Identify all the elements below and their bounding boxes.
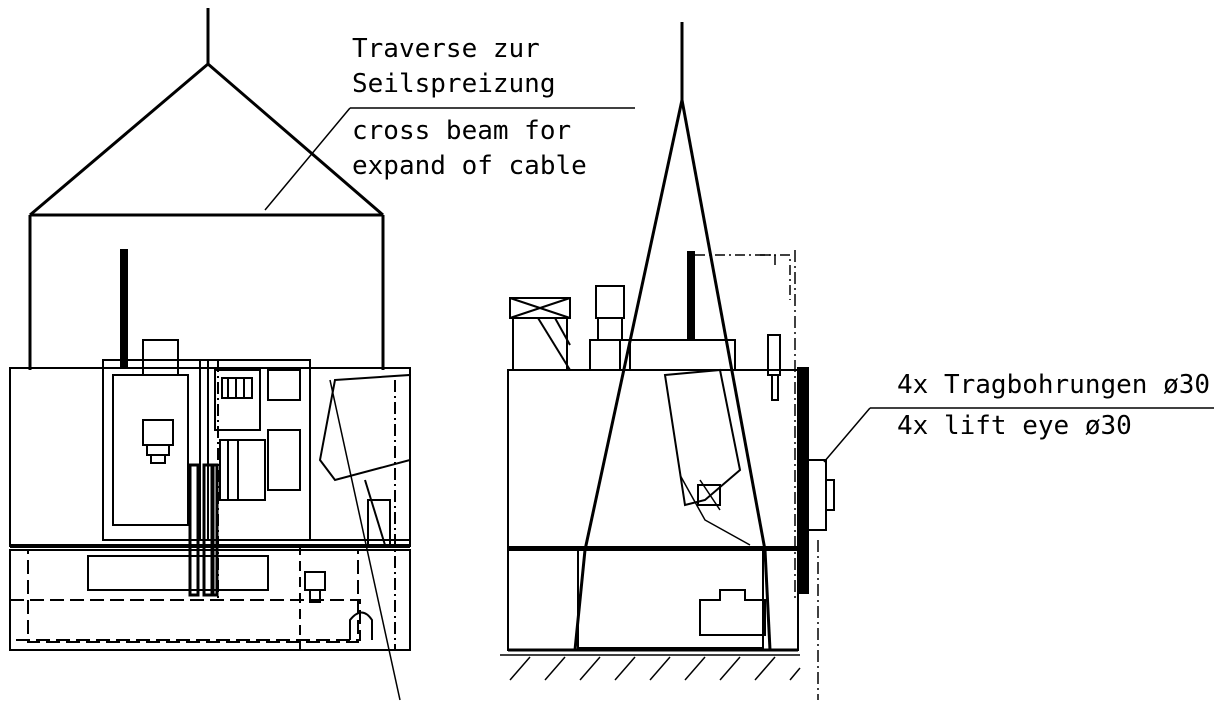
lift-eye-label-de: 4x Tragbohrungen ø30	[897, 370, 1211, 400]
side-machine-body	[508, 250, 834, 700]
floor-hatching	[500, 655, 800, 680]
side-view	[500, 22, 1214, 700]
cross-beam-label-de-line1: Traverse zur	[352, 34, 540, 64]
front-machine-body	[10, 250, 410, 650]
front-leader-line	[330, 380, 400, 700]
cross-beam-label-en-line2: expand of cable	[352, 151, 587, 181]
cross-beam-leader	[265, 108, 635, 210]
lift-eye-label-en: 4x lift eye ø30	[897, 411, 1132, 441]
front-view	[10, 8, 635, 700]
lift-eye-leader	[824, 408, 1214, 462]
front-lifting-cables	[30, 8, 383, 370]
side-lifting-cables	[575, 22, 770, 650]
cross-beam-label-de-line2: Seilspreizung	[352, 69, 556, 99]
cross-beam-label-en-line1: cross beam for	[352, 116, 572, 146]
